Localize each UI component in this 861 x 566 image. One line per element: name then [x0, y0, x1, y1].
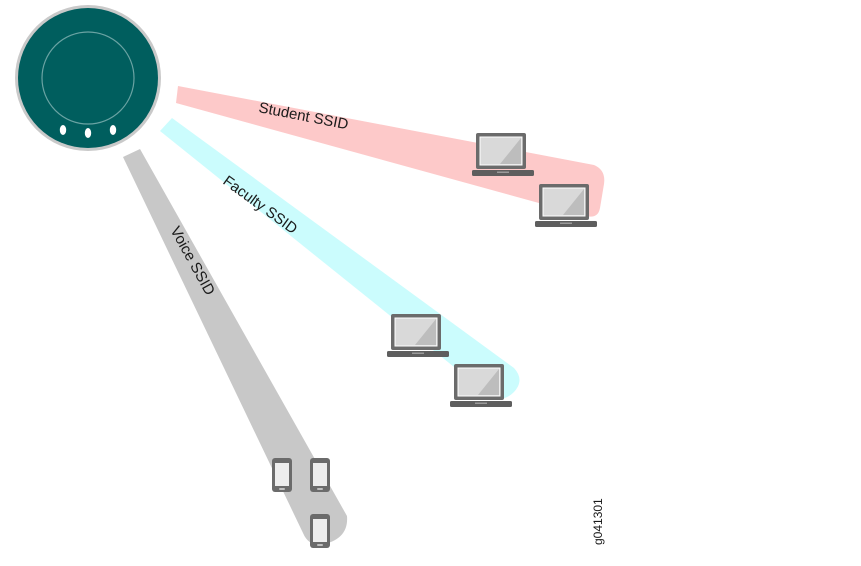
student-ssid-beam [176, 86, 605, 217]
status-led-icon [59, 125, 67, 135]
status-led-icon [109, 125, 117, 135]
phone-icon [310, 458, 330, 492]
laptop-icon [534, 183, 598, 228]
access-point-icon [15, 5, 161, 151]
laptop-icon [449, 363, 513, 408]
phone-icon [272, 458, 292, 492]
voice-ssid-beam [123, 149, 348, 545]
status-led-icon [84, 128, 92, 138]
phone-icon [310, 514, 330, 548]
figure-id: g041301 [591, 498, 605, 545]
